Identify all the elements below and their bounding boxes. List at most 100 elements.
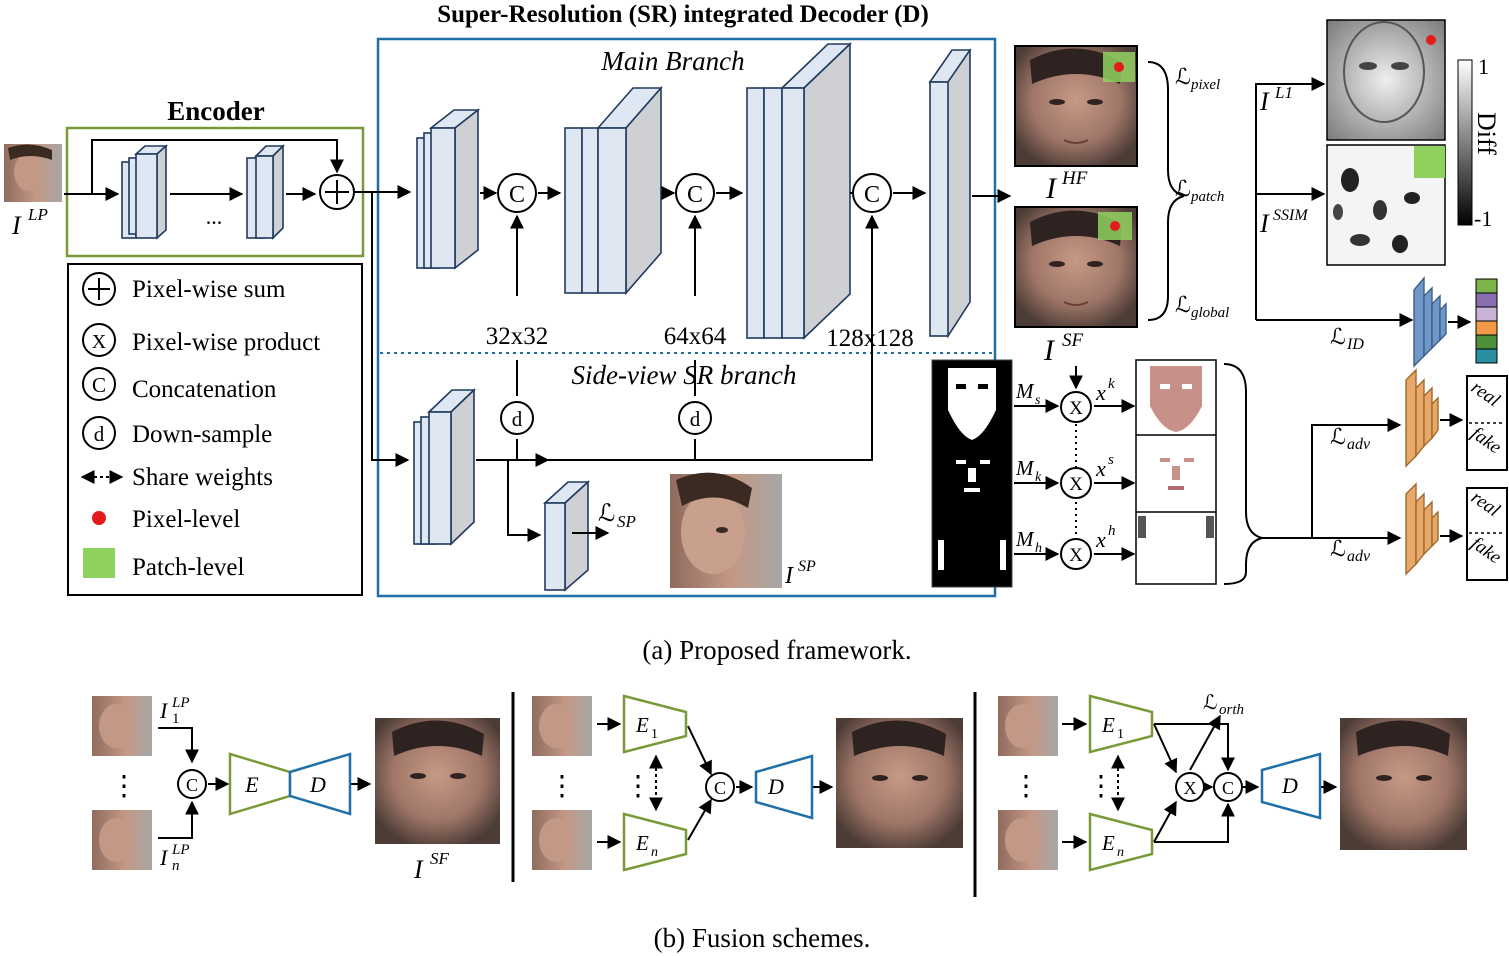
sum-node xyxy=(319,174,355,210)
scheme3-product-node: X xyxy=(1175,772,1205,802)
scheme2-input-face-1 xyxy=(532,696,592,756)
scheme1-i1-sup: LP xyxy=(171,695,190,711)
product-node-2: X xyxy=(1060,467,1092,499)
ssim-label-base: I xyxy=(1259,209,1270,238)
scheme1-i1-base: I xyxy=(159,698,169,723)
mask-mh-sub: h xyxy=(1035,541,1042,556)
scheme1-encoder xyxy=(228,752,292,816)
loss-global-sub: global xyxy=(1191,305,1229,321)
encoder-block-1 xyxy=(121,144,169,240)
legend-label-patch: Patch-level xyxy=(132,554,245,581)
concat-node-2: C xyxy=(675,173,715,213)
adv-arrows xyxy=(1262,418,1402,545)
scheme3-product-symbol: X xyxy=(1184,778,1197,798)
concat-node-3: C xyxy=(852,173,892,213)
loss-adv1-sub: adv xyxy=(1347,436,1371,453)
loss-patch-script: ℒ xyxy=(1175,176,1191,201)
caption-a: (a) Proposed framework. xyxy=(642,635,911,665)
scheme1-isf-base: I xyxy=(413,855,424,884)
scheme2-arrows xyxy=(597,717,834,849)
product-symbol-2: X xyxy=(1069,474,1083,495)
concat-symbol-2: C xyxy=(687,182,703,208)
l1-diff-map xyxy=(1326,19,1446,141)
encoder-block-2 xyxy=(246,144,285,240)
loss-sp-sub: SP xyxy=(617,512,636,531)
hf-face-image xyxy=(1014,45,1138,167)
scheme3-e1-sub: 1 xyxy=(1117,727,1124,742)
mask-images xyxy=(931,359,1013,588)
side-block-1 xyxy=(413,388,476,546)
scheme2-e1-base: E xyxy=(635,713,649,737)
scheme3-e1-base: E xyxy=(1101,713,1115,737)
disc-output-1 xyxy=(1466,375,1508,471)
legend-label-sum: Pixel-wise sum xyxy=(132,276,286,303)
loss-sp-script: ℒ xyxy=(598,501,615,527)
loss-adv2-script: ℒ xyxy=(1330,536,1346,561)
scheme1-in-base: I xyxy=(159,845,169,870)
side-branch-label: Side-view SR branch xyxy=(572,360,797,390)
loss-patch-sub: patch xyxy=(1190,189,1224,205)
scheme2-decoder-label: D xyxy=(767,774,784,799)
main-block-1 xyxy=(416,108,481,270)
adv-network-1 xyxy=(1405,368,1439,468)
scheme1-decoder-label: D xyxy=(309,772,326,797)
id-feature-bars xyxy=(1475,278,1498,364)
loss-brace xyxy=(1147,61,1185,321)
product-node-1: X xyxy=(1060,391,1092,423)
side-block-2 xyxy=(542,480,591,592)
main-arrows xyxy=(355,185,1012,396)
concat-node-1: C xyxy=(497,173,537,213)
scheme1-concat-symbol: C xyxy=(186,775,198,795)
scheme1-arrows xyxy=(158,727,372,839)
scheme2-e1-sub: 1 xyxy=(651,727,658,742)
mask-mk-base: M xyxy=(1015,456,1035,480)
concat-symbol-1: C xyxy=(509,182,525,208)
scheme3-concat-node: C xyxy=(1213,772,1243,802)
product-symbol-3: X xyxy=(1069,545,1083,566)
decoder-box xyxy=(376,37,997,598)
res-label-32: 32x32 xyxy=(486,323,549,350)
scheme2-en-base: E xyxy=(635,831,649,855)
adv-network-2 xyxy=(1405,482,1439,576)
scheme3-decoder xyxy=(1260,752,1322,820)
scheme3-encoder-n xyxy=(1088,812,1154,872)
scheme3-vdots: ⋮ xyxy=(1012,771,1040,802)
mask-mh-base: M xyxy=(1015,527,1035,551)
main-block-2 xyxy=(564,85,663,296)
mask-ms-base: M xyxy=(1015,379,1035,403)
res-label-64: 64x64 xyxy=(664,323,727,350)
side-profile-label-base: I xyxy=(784,563,794,589)
main-block-4 xyxy=(928,48,972,339)
legend-label-share: Share weights xyxy=(132,464,273,491)
scheme1-in-sup: LP xyxy=(171,842,190,858)
scheme2-encoder-1 xyxy=(622,694,688,754)
colorbar-max: 1 xyxy=(1478,54,1489,79)
scheme1-vdots: ⋮ xyxy=(110,771,138,802)
loss-pixel-sub: pixel xyxy=(1190,77,1220,93)
side-profile-label-sup: SP xyxy=(798,558,816,575)
decoder-title: Super-Resolution (SR) integrated Decoder… xyxy=(437,1,929,28)
masked-brace xyxy=(1223,363,1263,585)
id-network xyxy=(1413,276,1447,368)
scheme3-concat-symbol: C xyxy=(1222,778,1234,798)
encoder-title: Encoder xyxy=(167,96,265,126)
legend-symbol-downsample: d xyxy=(94,422,105,446)
loss-orth-sub: orth xyxy=(1219,702,1244,718)
caption-b: (b) Fusion schemes. xyxy=(654,923,871,953)
scheme2-en-sub: n xyxy=(651,845,658,860)
downsample-symbol-2: d xyxy=(690,407,701,431)
scheme2-vdots: ⋮ xyxy=(548,771,576,802)
scheme3-decoder-label: D xyxy=(1281,773,1298,798)
main-block-3 xyxy=(746,42,852,340)
hf-label-base: I xyxy=(1045,172,1058,205)
ssim-diff-map xyxy=(1326,144,1446,266)
scheme3-arrows xyxy=(1062,714,1338,849)
product-node-3: X xyxy=(1060,538,1092,570)
sf-label-sup: SF xyxy=(1062,330,1084,351)
diff-colorbar xyxy=(1457,59,1473,226)
xh-sup: h xyxy=(1108,523,1116,539)
concat-symbol-3: C xyxy=(864,182,880,208)
scheme1-concat-node: C xyxy=(177,769,207,799)
sf-label-base: I xyxy=(1043,334,1056,367)
xk-base: x xyxy=(1095,380,1106,405)
